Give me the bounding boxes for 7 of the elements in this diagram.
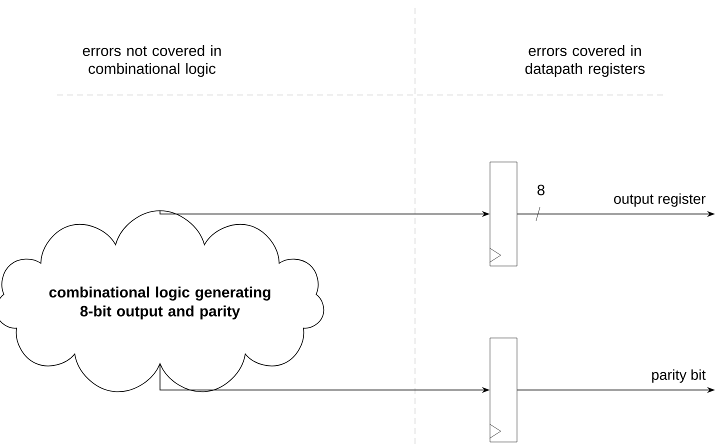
bus-width-label: 8 <box>538 184 544 196</box>
register-box <box>490 162 518 266</box>
header-text: errors not covered in combinational logic <box>82 45 221 77</box>
header-text: errors covered in datapath registers <box>525 45 645 77</box>
edge-label: parity bit <box>652 369 706 383</box>
edge-label: output register <box>614 193 706 207</box>
register-box <box>490 338 518 442</box>
